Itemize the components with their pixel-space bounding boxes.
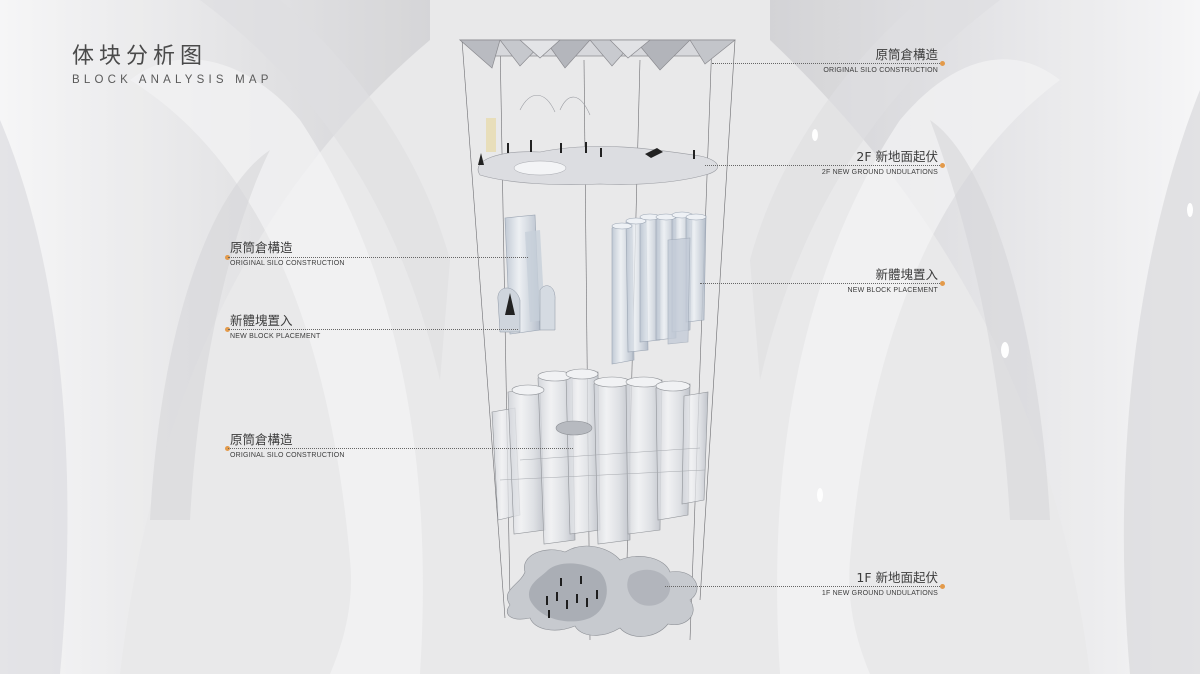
label-cn: 原筒倉構造 — [875, 47, 938, 62]
title-block: 体块分析图 BLOCK ANALYSIS MAP — [72, 44, 273, 86]
label-dot-right-2 — [940, 163, 945, 168]
page-subtitle: BLOCK ANALYSIS MAP — [72, 74, 273, 86]
original-silo-cylinders — [491, 368, 709, 545]
leader-line-left-1 — [228, 257, 528, 258]
label-2f-ground: 2F 新地面起伏 2F NEW GROUND UNDULATIONS — [822, 149, 938, 177]
leader-line-right-1 — [712, 63, 942, 64]
label-dot-left-1 — [225, 255, 230, 260]
leader-line-right-3 — [700, 283, 942, 284]
label-original-silo-top: 原筒倉構造 ORIGINAL SILO CONSTRUCTION — [823, 47, 938, 75]
label-en: 1F NEW GROUND UNDULATIONS — [821, 590, 938, 597]
label-dot-left-3 — [225, 446, 230, 451]
new-block-small — [497, 214, 556, 335]
label-original-silo-left-2: 原筒倉構造 ORIGINAL SILO CONSTRUCTION — [230, 432, 345, 460]
label-cn: 新體塊置入 — [875, 267, 938, 282]
label-cn: 原筒倉構造 — [230, 240, 293, 255]
label-new-block-right: 新體塊置入 NEW BLOCK PLACEMENT — [847, 267, 938, 295]
label-en: ORIGINAL SILO CONSTRUCTION — [823, 67, 938, 74]
label-new-block-left: 新體塊置入 NEW BLOCK PLACEMENT — [230, 313, 321, 341]
label-cn: 1F 新地面起伏 — [856, 570, 938, 585]
page-title: 体块分析图 — [72, 44, 208, 69]
floor-1f — [506, 545, 698, 637]
label-en: ORIGINAL SILO CONSTRUCTION — [230, 452, 345, 459]
label-en: ORIGINAL SILO CONSTRUCTION — [230, 260, 345, 267]
leader-line-left-3 — [228, 448, 573, 449]
leader-line-left-2 — [228, 329, 518, 330]
label-1f-ground: 1F 新地面起伏 1F NEW GROUND UNDULATIONS — [822, 570, 938, 598]
new-block-cluster — [611, 211, 707, 365]
label-en: NEW BLOCK PLACEMENT — [847, 287, 938, 294]
label-dot-right-1 — [940, 61, 945, 66]
label-original-silo-left-1: 原筒倉構造 ORIGINAL SILO CONSTRUCTION — [230, 240, 345, 268]
label-en: NEW BLOCK PLACEMENT — [230, 333, 321, 340]
floor-2f — [477, 94, 718, 186]
leader-line-right-4 — [665, 586, 942, 587]
label-cn: 2F 新地面起伏 — [856, 149, 938, 164]
roof-structure — [459, 39, 736, 71]
label-dot-right-3 — [940, 281, 945, 286]
label-dot-left-2 — [225, 327, 230, 332]
leader-line-right-2 — [705, 165, 942, 166]
label-en: 2F NEW GROUND UNDULATIONS — [821, 169, 938, 176]
label-cn: 原筒倉構造 — [230, 432, 293, 447]
label-dot-right-4 — [940, 584, 945, 589]
label-cn: 新體塊置入 — [230, 313, 293, 328]
